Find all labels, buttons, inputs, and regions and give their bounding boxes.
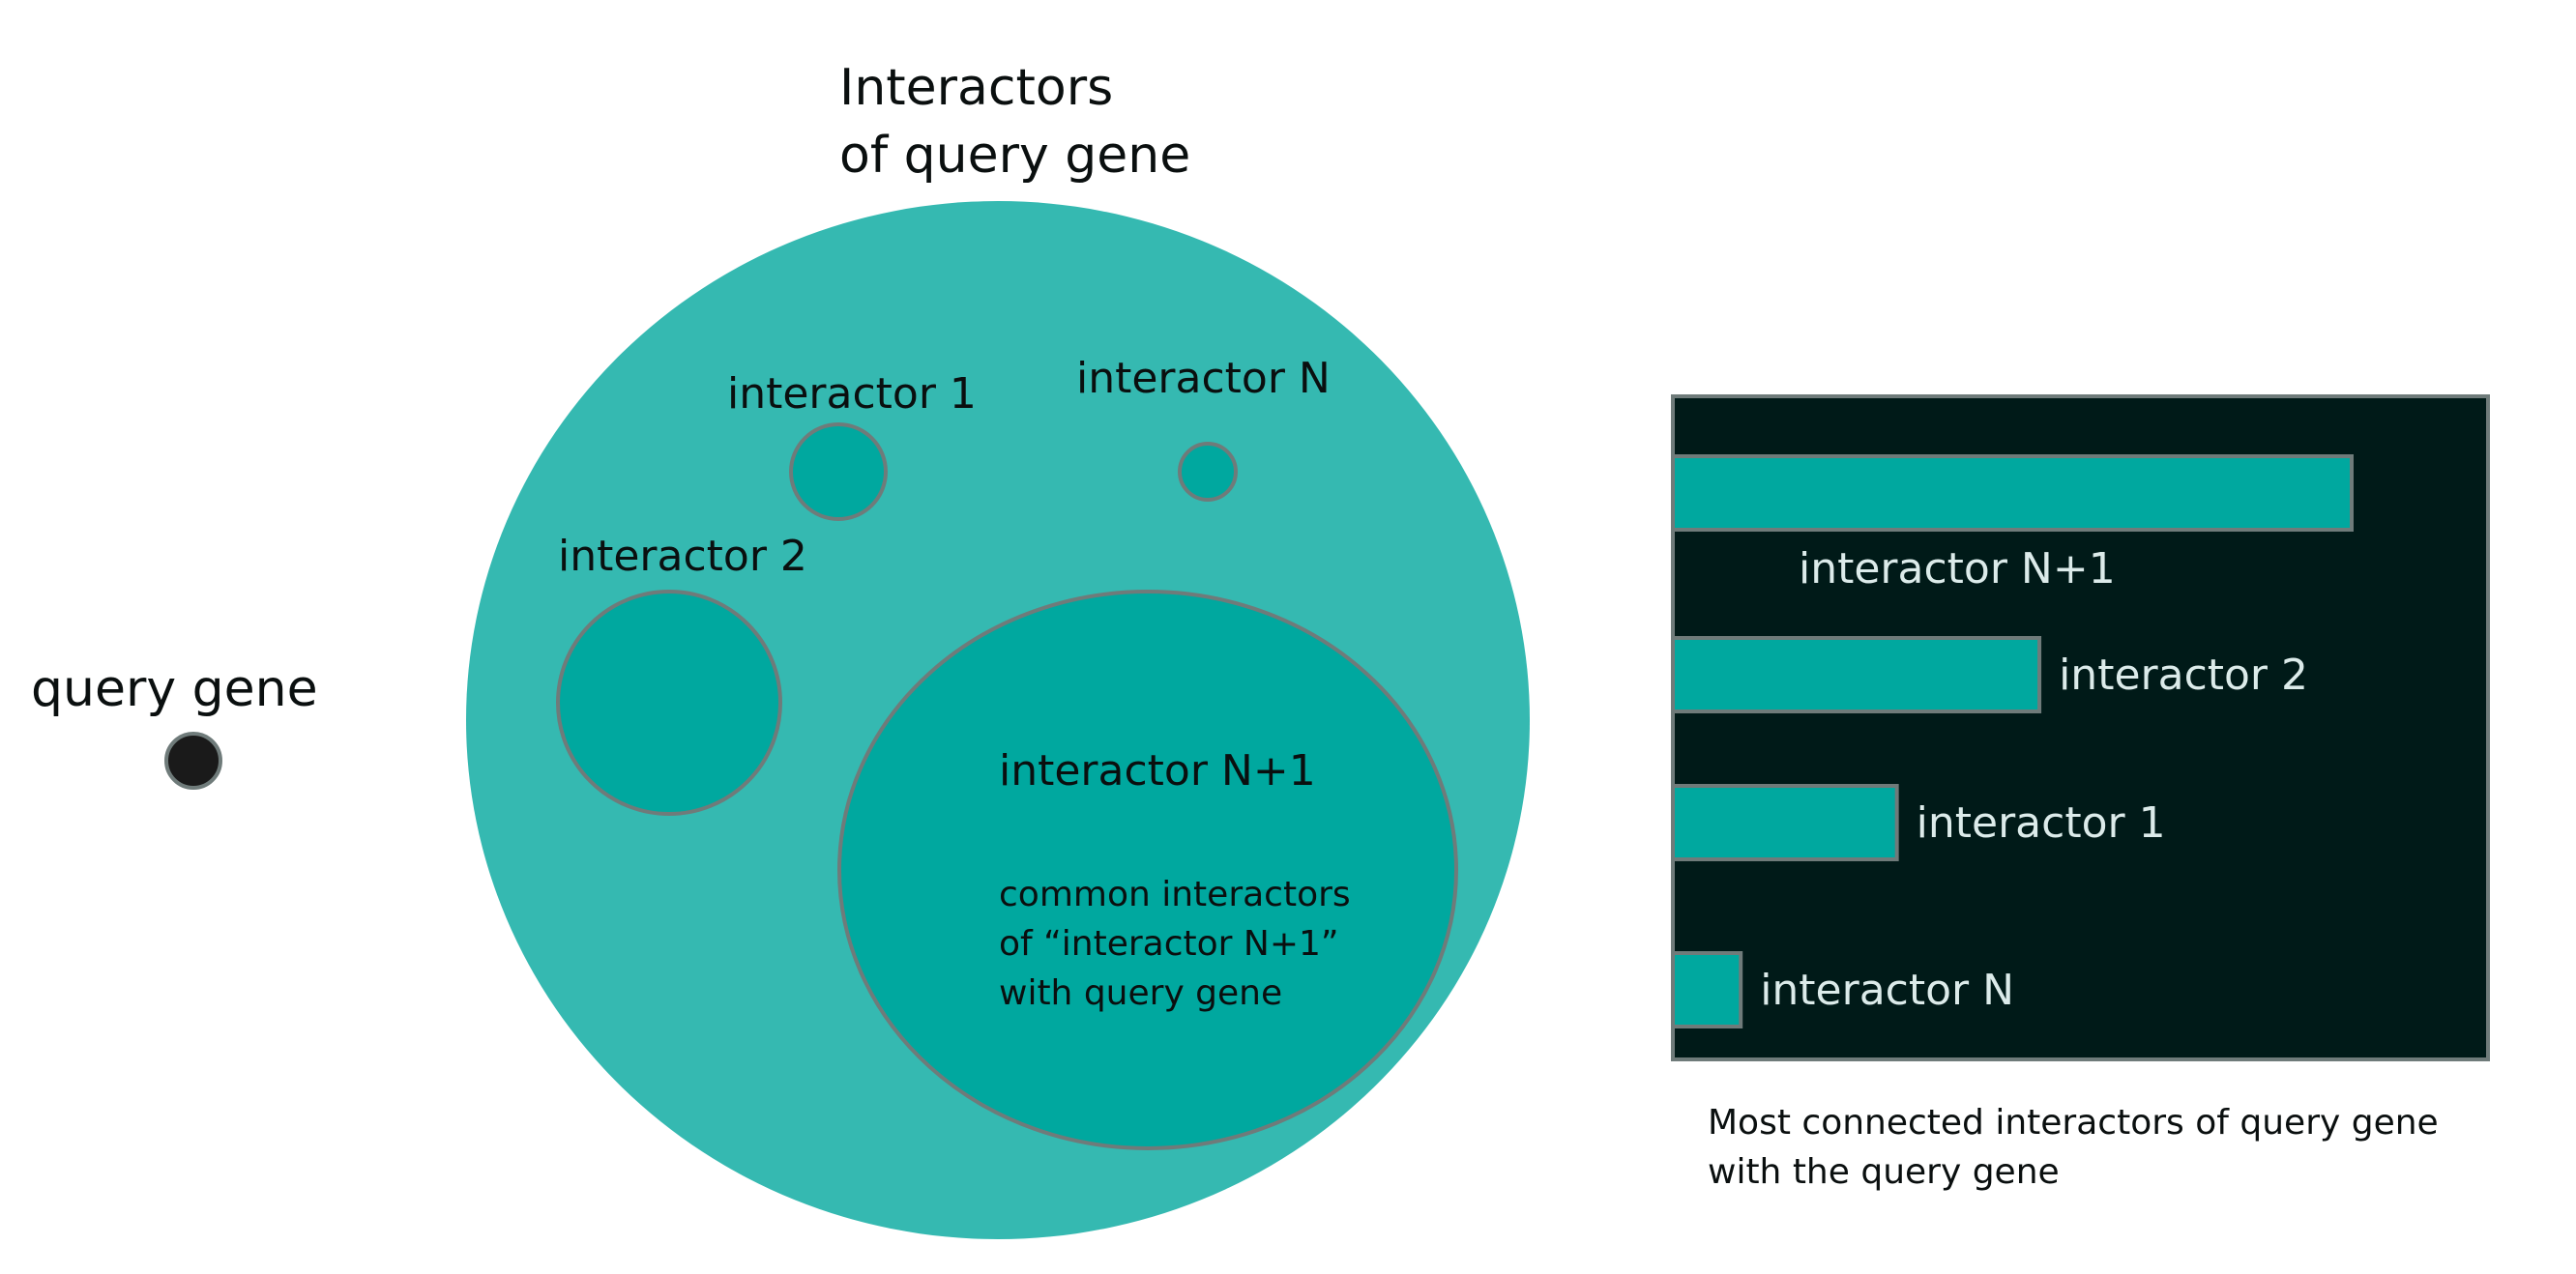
interactor-n-node [1178, 442, 1238, 502]
bar-3 [1671, 951, 1743, 1028]
bar-label-0: interactor N+1 [1799, 544, 2116, 594]
interactor-n1-label: interactor N+1 [999, 746, 1316, 796]
interactor-n1-desc-line2: of “interactor N+1” [999, 924, 1339, 964]
query-gene-label: query gene [31, 660, 318, 718]
interactor-2-node [556, 590, 782, 816]
query-gene-node [164, 732, 222, 790]
bar-0 [1671, 454, 2354, 532]
set-title-line1: Interactors [839, 59, 1113, 117]
bar-label-1: interactor 2 [2059, 651, 2308, 700]
bar-2 [1671, 784, 1899, 861]
panel-caption-line2: with the query gene [1708, 1152, 2060, 1192]
interactor-1-node [789, 422, 888, 521]
panel-caption-line1: Most connected interactors of query gene [1708, 1103, 2439, 1143]
interactor-n1-node [837, 590, 1458, 1150]
set-title-line2: of query gene [839, 127, 1190, 185]
interactor-n1-desc-line1: common interactors [999, 875, 1351, 914]
interactor-n1-desc-line3: with query gene [999, 973, 1282, 1013]
interactor-n-label: interactor N [1076, 354, 1331, 403]
bar-1 [1671, 636, 2042, 713]
ranking-bars: interactor N+1 interactor 2 interactor 1 in… [1671, 454, 2354, 1028]
bar-label-3: interactor N [1760, 966, 2014, 1015]
interactor-1-label: interactor 1 [727, 369, 977, 419]
bar-label-2: interactor 1 [1917, 798, 2166, 848]
interactor-2-label: interactor 2 [558, 532, 807, 581]
